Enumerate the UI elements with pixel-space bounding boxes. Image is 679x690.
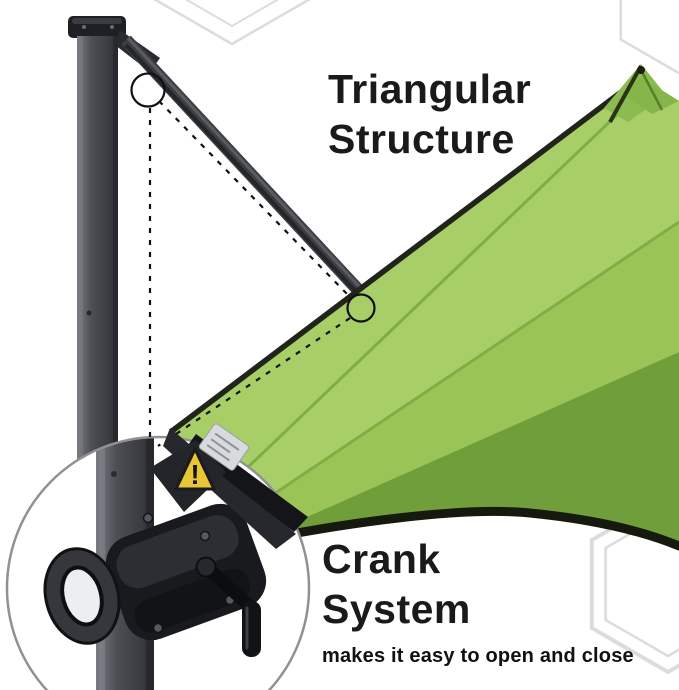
canopy-seam	[243, 86, 647, 472]
hexagon-decoration-top-left	[153, 0, 311, 46]
housing-screw	[152, 622, 164, 634]
crank-system-line2: System	[322, 586, 471, 633]
triangular-structure-label: Triangular Structure	[328, 64, 531, 164]
crank-system-line1: Crank	[322, 536, 441, 582]
pole-hole	[86, 310, 92, 316]
canopy-front-rib	[170, 74, 643, 434]
hexagon-decoration-top-right	[619, 0, 679, 75]
warning-triangle-icon	[174, 447, 216, 491]
dashed-line-hypotenuse	[157, 317, 351, 447]
lens-ring	[5, 435, 311, 690]
housing-screw	[142, 512, 154, 524]
triangular-structure-line2: Structure	[328, 116, 515, 163]
canopy-bottom-trim	[250, 506, 679, 551]
warning-exclamation-mark: !	[190, 459, 199, 490]
crank-handle-grip	[242, 601, 261, 657]
canopy-peak-fold	[622, 77, 679, 114]
canopy-tip-hub: !	[150, 423, 308, 549]
umbrella-canopy	[170, 64, 679, 551]
crank-system-label: Crank System makes it easy to open and c…	[322, 534, 634, 668]
joint-circle-marker-top	[130, 72, 166, 108]
crank-system-subtitle: makes it easy to open and close	[322, 645, 634, 668]
canopy-mid-band	[255, 222, 679, 540]
canopy-seam	[267, 220, 679, 500]
crank-pivot	[195, 556, 217, 578]
triangular-structure-line1: Triangular	[328, 66, 532, 112]
joint-circle-marker-middle	[346, 293, 376, 323]
triangular-structure-annotation	[130, 72, 376, 447]
crank-handle-ring	[43, 547, 121, 645]
housing-screw	[199, 530, 211, 542]
canopy-peak-cap	[637, 66, 645, 74]
crank-housing	[105, 503, 267, 641]
hexagon-decoration-bottom-right	[589, 493, 679, 675]
product-label-tag	[198, 423, 250, 471]
canopy-underside	[255, 352, 679, 543]
dashed-line-diagonal	[158, 100, 350, 297]
canopy-top-surface	[172, 77, 679, 540]
